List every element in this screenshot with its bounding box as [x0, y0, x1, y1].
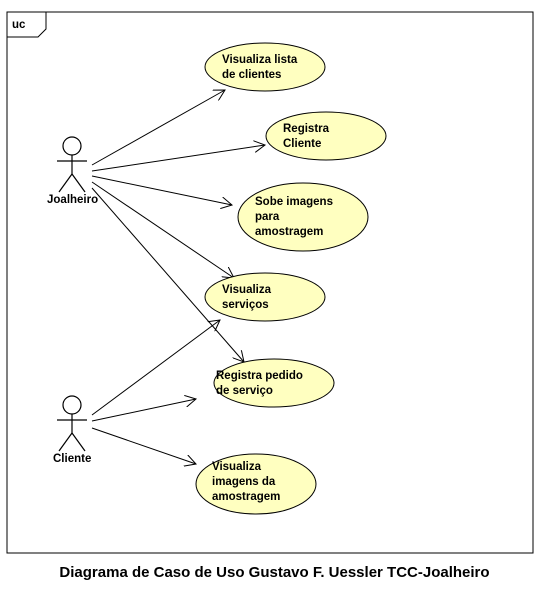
associations	[91, 90, 265, 464]
frame-tag: uc	[12, 19, 26, 31]
use-case-label: serviços	[222, 299, 269, 311]
use-case-label: para	[255, 211, 280, 223]
use-case-label: Registra pedido	[216, 370, 303, 382]
diagram-caption: Diagrama de Caso de Uso Gustavo F. Uessl…	[59, 564, 490, 581]
use-case-uc4[interactable]: Visualiza serviços	[204, 272, 326, 322]
use-case-uc1[interactable]: Visualiza lista de clientes	[204, 42, 326, 92]
use-case-uc5[interactable]: Registra pedido de serviço	[213, 358, 335, 408]
use-case-label: Visualiza	[212, 461, 262, 473]
use-case-ellipse	[265, 111, 387, 161]
association-joalheiro-uc3	[91, 175, 232, 205]
association-joalheiro-uc2	[91, 145, 265, 172]
use-case-diagram: uc Visualiza lista de clientesRegistraCli…	[6, 11, 534, 554]
diagram-frame	[6, 11, 534, 554]
actor-left-leg	[58, 173, 73, 193]
use-case-label: Visualiza lista	[222, 54, 298, 66]
actor-cliente[interactable]: Cliente	[53, 395, 91, 465]
use-case-ellipse	[237, 182, 369, 252]
use-case-label: Sobe imagens	[255, 196, 333, 208]
actor-left-leg	[58, 432, 73, 452]
use-case-ellipse	[195, 453, 317, 515]
use-case-ellipse	[204, 272, 326, 322]
use-case-label: de clientes	[222, 69, 281, 81]
actor-joalheiro[interactable]: Joalheiro	[47, 136, 98, 206]
actor-right-leg	[71, 432, 86, 452]
association-cliente-uc5	[91, 399, 196, 422]
actor-head	[62, 395, 82, 415]
frame-tag-box	[7, 12, 47, 38]
use-case-label: amostragem	[212, 491, 280, 503]
use-case-label: Visualiza	[222, 284, 272, 296]
use-case-uc3[interactable]: Sobe imagens para amostragem	[237, 182, 369, 252]
use-case-ellipse	[213, 358, 335, 408]
association-cliente-uc6	[91, 427, 196, 464]
association-cliente-uc4	[91, 320, 220, 416]
use-cases: Visualiza lista de clientesRegistraClient…	[195, 42, 387, 515]
actor-head	[62, 136, 82, 156]
use-case-label: Registra	[283, 123, 330, 135]
actor-label: Joalheiro	[47, 194, 98, 206]
use-case-uc6[interactable]: Visualiza imagens da amostragem	[195, 453, 317, 515]
association-joalheiro-uc1	[91, 90, 225, 166]
actor-right-leg	[71, 173, 86, 193]
association-joalheiro-uc5	[91, 187, 244, 362]
use-case-label: de serviço	[216, 385, 273, 397]
use-case-label: Cliente	[283, 138, 321, 150]
use-case-label: imagens da	[212, 476, 276, 488]
use-case-ellipse	[204, 42, 326, 92]
association-joalheiro-uc4	[91, 181, 234, 278]
use-case-label: amostragem	[255, 226, 323, 238]
actor-label: Cliente	[53, 453, 91, 465]
